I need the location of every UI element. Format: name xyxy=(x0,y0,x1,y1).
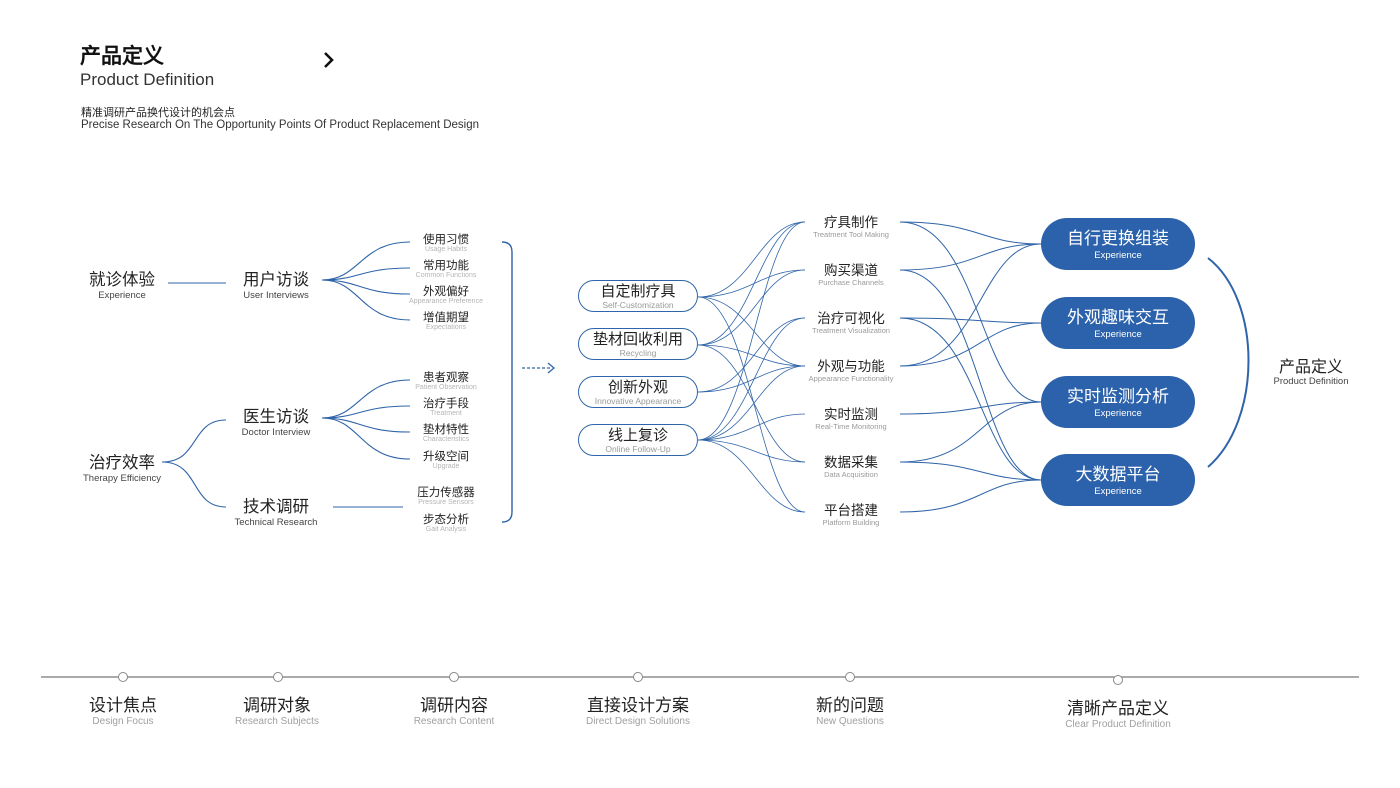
timeline-node xyxy=(449,672,459,682)
page-title: 产品定义 xyxy=(80,44,164,68)
timeline-node xyxy=(845,672,855,682)
page-subtitle: Product Definition xyxy=(80,70,215,89)
timeline-node xyxy=(1113,675,1123,685)
timeline-node xyxy=(118,672,128,682)
description-en: Precise Research On The Opportunity Poin… xyxy=(81,119,480,131)
timeline-node xyxy=(633,672,643,682)
timeline-node xyxy=(273,672,283,682)
chevron-right-icon[interactable] xyxy=(322,50,336,76)
description-cn: 精准调研产品换代设计的机会点 xyxy=(81,106,235,119)
connector-efficiency-doctor xyxy=(161,419,227,463)
dashed-arrow-icon xyxy=(522,362,556,374)
connector-efficiency-tech xyxy=(161,461,227,508)
